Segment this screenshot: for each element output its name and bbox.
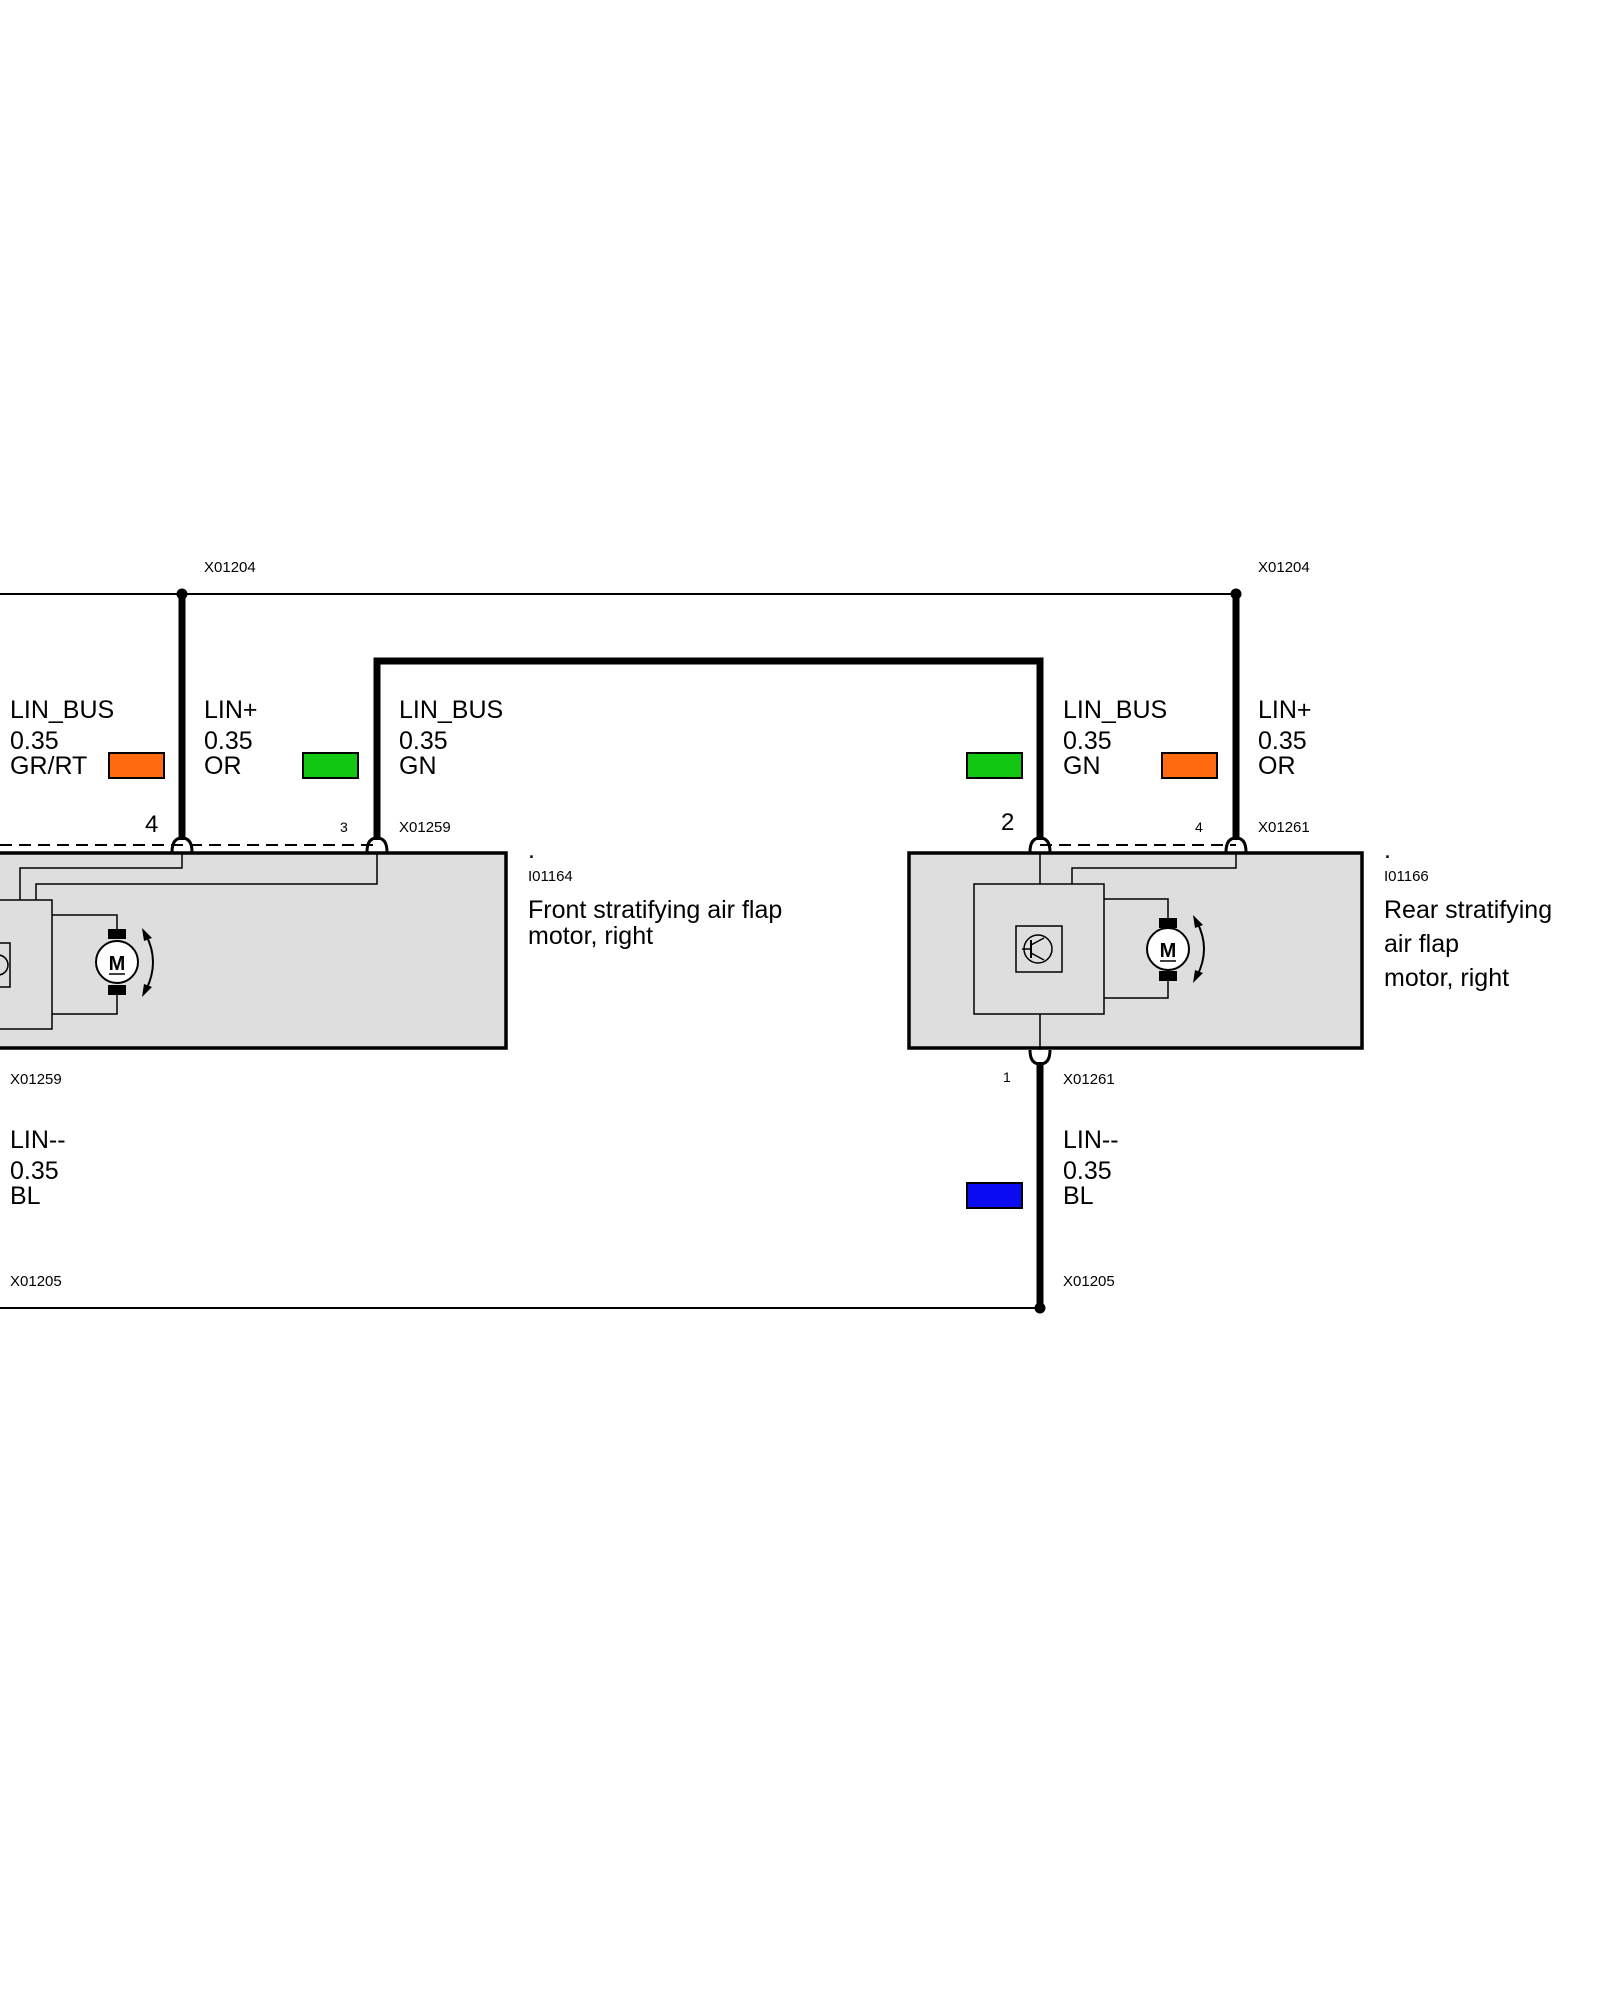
- pin-number-lin-minus: 1: [1003, 1069, 1011, 1085]
- wire-signal: LIN_BUS: [399, 696, 503, 724]
- wire-gauge: 0.35: [1063, 1157, 1112, 1185]
- connector-label-x01259-bottom: X01259: [10, 1071, 62, 1088]
- component-id: I01166: [1384, 868, 1429, 885]
- wire-color-code: OR: [204, 752, 242, 780]
- internal-wire: [1104, 898, 1169, 918]
- green-swatch: [966, 752, 1023, 779]
- pin-socket-icon: [170, 836, 194, 853]
- rear-flap-motor-module: 2 4 1 X01261 X01261 M .: [907, 809, 1552, 1088]
- wire-label-w3: LIN_BUS 0.35 GN: [399, 696, 503, 780]
- wire-gauge: 0.35: [10, 727, 59, 755]
- component-name: motor, right: [1384, 964, 1509, 992]
- wire-label-w4: LIN_BUS 0.35 GN: [966, 696, 1218, 780]
- dc-motor-icon: M: [1146, 915, 1205, 983]
- wire-signal: LIN_BUS: [1063, 696, 1167, 724]
- front-flap-motor-module: 4 3 X01259 X01259 M . I01164 Front strat…: [0, 811, 782, 1088]
- green-swatch: [302, 752, 359, 779]
- component-name: air flap: [1384, 930, 1459, 958]
- connector-label-x01261-top: X01261: [1258, 819, 1310, 836]
- connector-label-x01204-right: X01204: [1258, 559, 1310, 576]
- transistor-circle: [0, 954, 9, 976]
- wire-color-code: GN: [399, 752, 437, 780]
- component-id: I01164: [528, 868, 573, 885]
- connector-label-x01205-right: X01205: [1063, 1273, 1115, 1290]
- pin-socket-icon: [1224, 836, 1248, 853]
- connector-label-x01205-left: X01205: [10, 1273, 62, 1290]
- blue-swatch: [966, 1182, 1023, 1209]
- component-name: motor, right: [528, 922, 653, 950]
- pin-number-lin-bus: 3: [340, 819, 348, 835]
- pin-number-lin-bus: 2: [1001, 809, 1014, 836]
- motor-letter: M: [1160, 940, 1177, 962]
- pin-socket-icon: [365, 836, 389, 853]
- wire-color-code: OR: [1258, 752, 1296, 780]
- wire-signal: LIN_BUS: [10, 696, 114, 724]
- wire-signal: LIN+: [204, 696, 258, 724]
- pin-number-lin-plus: 4: [145, 811, 158, 838]
- component-dot: .: [528, 836, 535, 864]
- module-housing: [0, 851, 508, 1050]
- wire-gauge: 0.35: [399, 727, 448, 755]
- connector-label-x01204-left: X01204: [204, 559, 256, 576]
- wire-gauge: 0.35: [204, 727, 253, 755]
- wire-signal: LIN--: [1063, 1126, 1119, 1154]
- internal-wire: [19, 852, 183, 900]
- internal-wire: [52, 914, 118, 929]
- transistor-icon: [0, 942, 11, 988]
- pin-socket-icon: [1028, 1049, 1052, 1066]
- wire-label-w1: LIN_BUS 0.35 GR/RT: [10, 696, 165, 780]
- wire-color-code: GN: [1063, 752, 1101, 780]
- wire-label-w6: LIN-- 0.35 BL: [10, 1126, 66, 1210]
- wire-signal: LIN+: [1258, 696, 1312, 724]
- orange-swatch: [1161, 752, 1218, 779]
- component-dot: .: [1384, 836, 1391, 864]
- wire-signal: LIN--: [10, 1126, 66, 1154]
- pin-socket-icon: [1028, 836, 1052, 853]
- component-name: Rear stratifying: [1384, 896, 1552, 924]
- wire-lin-bus-loop: [373, 657, 1044, 840]
- internal-wire: [1104, 981, 1169, 999]
- wire-color-code: BL: [10, 1182, 41, 1210]
- connector-label-x01261-bottom: X01261: [1063, 1071, 1115, 1088]
- wire-gauge: 0.35: [10, 1157, 59, 1185]
- wire-label-w5: LIN+ 0.35 OR: [1258, 696, 1312, 780]
- pin-number-lin-plus: 4: [1195, 819, 1203, 835]
- wire-gauge: 0.35: [1258, 727, 1307, 755]
- orange-swatch: [108, 752, 165, 779]
- internal-wire: [1071, 852, 1237, 884]
- connector-label-x01259-top: X01259: [399, 819, 451, 836]
- wire-gauge: 0.35: [1063, 727, 1112, 755]
- transistor-icon: [1015, 925, 1063, 973]
- internal-wire: [52, 995, 118, 1015]
- wire-label-w2: LIN+ 0.35 OR: [204, 696, 359, 780]
- internal-wire: [35, 852, 378, 900]
- wire-label-w7: LIN-- 0.35 BL: [966, 1126, 1119, 1210]
- dc-motor-icon: M: [95, 928, 154, 997]
- component-name: Front stratifying air flap: [528, 896, 782, 924]
- wire-color-code: GR/RT: [10, 752, 87, 780]
- motor-letter: M: [109, 953, 126, 975]
- wire-color-code: BL: [1063, 1182, 1094, 1210]
